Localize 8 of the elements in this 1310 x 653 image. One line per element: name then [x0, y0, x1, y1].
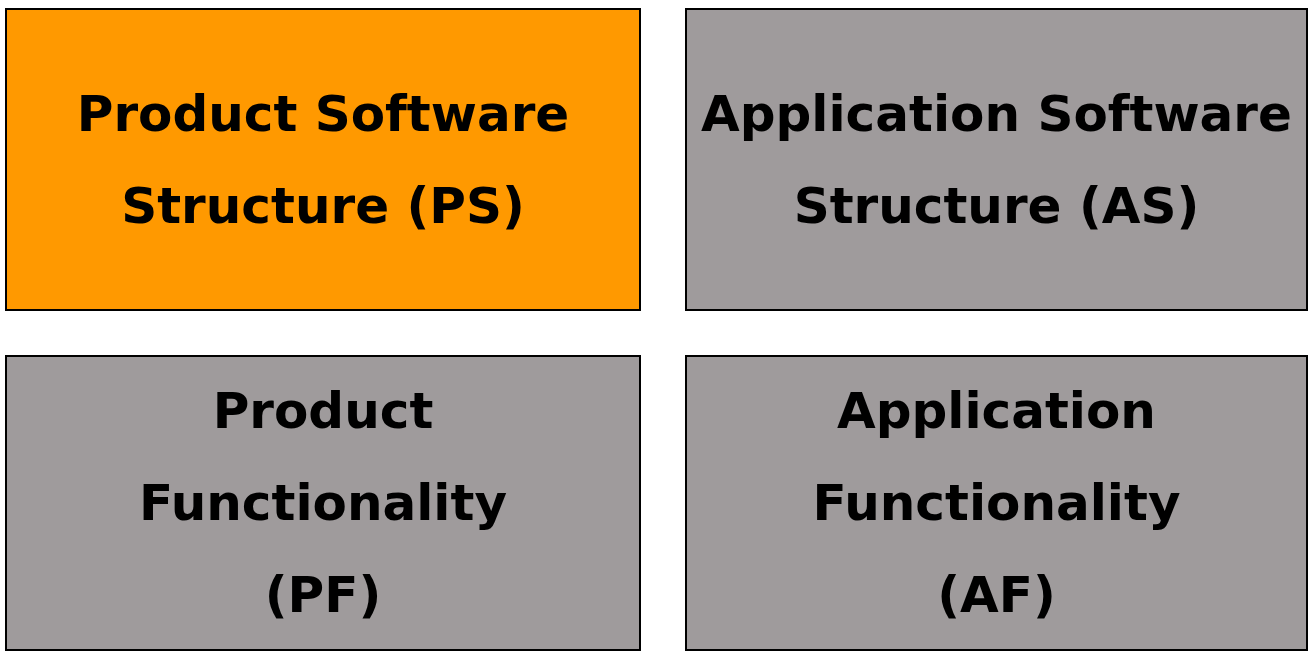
process-box [5, 8, 641, 311]
process-box [685, 8, 1308, 311]
process-box [5, 355, 641, 651]
box-label: Application Functionality (AF) [811, 381, 1182, 626]
process-box [685, 355, 1308, 651]
box-label: Application Software Structure (AS) [700, 83, 1293, 237]
box-label: Product Software Structure (PS) [75, 83, 571, 237]
box-label: Product Functionality (PF) [138, 381, 508, 626]
